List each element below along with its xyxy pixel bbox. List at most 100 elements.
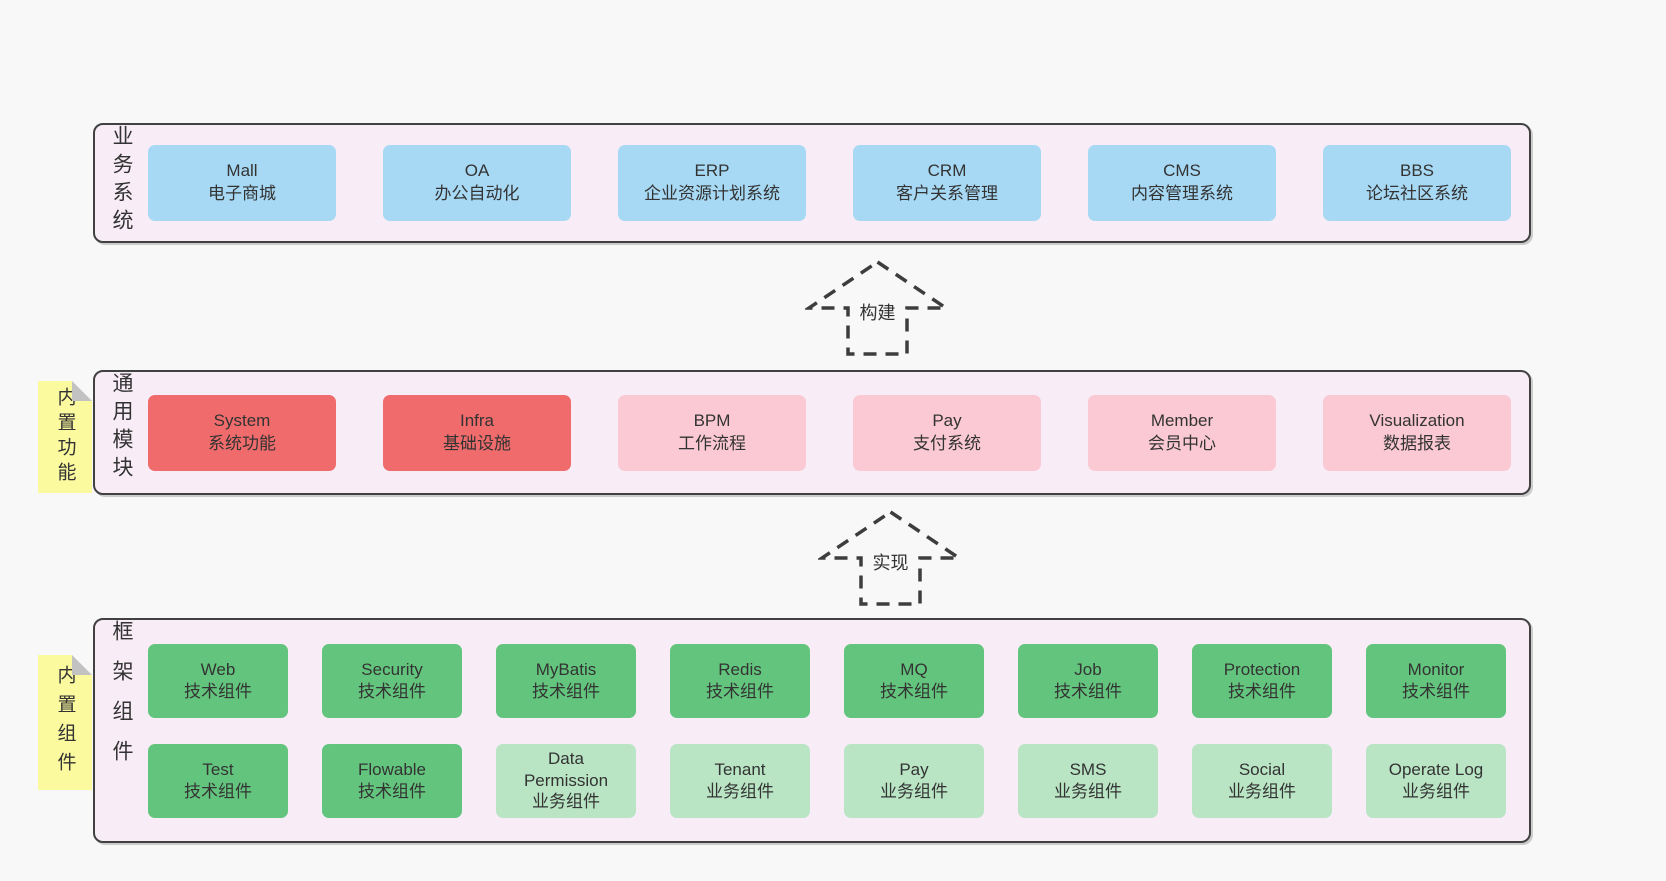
component-box-job: Job 技术组件 (1018, 643, 1158, 718)
box-subtitle: 技术组件 (358, 681, 426, 701)
box-title: Flowable (357, 759, 427, 779)
arrow-build-label: 构建 (856, 299, 899, 325)
component-box-protection: Protection 技术组件 (1192, 643, 1332, 718)
box-subtitle: 工作流程 (678, 433, 746, 453)
system-box-mall: Mall 电子商城 (148, 145, 336, 221)
box-title: Operate Log (1388, 759, 1484, 779)
box-title: BPM (693, 410, 731, 430)
box-title: Security (361, 659, 423, 679)
layer-business-systems: 业务系统 Mall 电子商城 OA 办公自动化 ERP 企业资源计划系统 CRM… (93, 123, 1531, 243)
box-subtitle: 技术组件 (1402, 681, 1470, 701)
component-box-sms: SMS 业务组件 (1018, 743, 1158, 818)
layer-label-business-systems: 业务系统 (110, 125, 133, 237)
layer-framework-components: 框架组件 Web 技术组件 Security 技术组件 MyBatis 技术组件… (93, 618, 1531, 843)
component-box-security: Security 技术组件 (322, 643, 462, 718)
up-arrow-icon (818, 509, 963, 606)
layer-common-modules: 通用模块 System 系统功能 Infra 基础设施 BPM 工作流程 Pay… (93, 370, 1531, 495)
box-title: Redis (718, 659, 762, 679)
component-row-1: Web 技术组件 Security 技术组件 MyBatis 技术组件 Redi… (148, 643, 1506, 718)
box-title: CRM (927, 161, 967, 181)
component-box-tenant: Tenant 业务组件 (670, 743, 810, 818)
system-box-crm: CRM 客户关系管理 (853, 145, 1041, 221)
box-subtitle: 数据报表 (1383, 433, 1451, 453)
arrow-implement-label: 实现 (869, 549, 912, 575)
component-box-monitor: Monitor 技术组件 (1366, 643, 1506, 718)
box-title: Social (1238, 759, 1286, 779)
box-subtitle: 业务组件 (532, 792, 600, 812)
box-subtitle: 技术组件 (358, 781, 426, 801)
box-title: Member (1150, 410, 1214, 430)
box-title: OA (464, 161, 490, 181)
layer-label-framework-components: 框架组件 (110, 620, 133, 780)
system-box-erp: ERP 企业资源计划系统 (618, 145, 806, 221)
module-box-visualization: Visualization 数据报表 (1323, 394, 1511, 471)
up-arrow-icon (805, 259, 950, 356)
component-box-test: Test 技术组件 (148, 743, 288, 818)
box-title: Visualization (1369, 410, 1465, 430)
module-box-system: System 系统功能 (148, 394, 336, 471)
box-title: MQ (900, 659, 928, 679)
box-subtitle: 技术组件 (1054, 681, 1122, 701)
box-subtitle: 技术组件 (532, 681, 600, 701)
component-box-pay: Pay 业务组件 (844, 743, 984, 818)
component-box-redis: Redis 技术组件 (670, 643, 810, 718)
box-title: ERP (694, 161, 730, 181)
box-title: Mall (226, 161, 258, 181)
box-title: Pay (899, 759, 929, 779)
box-title: SMS (1069, 759, 1107, 779)
module-box-bpm: BPM 工作流程 (618, 394, 806, 471)
module-box-member: Member 会员中心 (1088, 394, 1276, 471)
component-box-social: Social 业务组件 (1192, 743, 1332, 818)
box-title: Protection (1223, 659, 1301, 679)
box-title: Tenant (714, 759, 766, 779)
layer-label-common-modules: 通用模块 (110, 372, 133, 484)
business-boxes-row: Mall 电子商城 OA 办公自动化 ERP 企业资源计划系统 CRM 客户关系… (148, 125, 1511, 241)
box-subtitle: 技术组件 (880, 681, 948, 701)
sticky-note-built-in-components: 内置组件 (38, 655, 92, 790)
box-subtitle: 技术组件 (706, 681, 774, 701)
component-box-mq: MQ 技术组件 (844, 643, 984, 718)
box-title: Data Permission (523, 748, 609, 790)
box-subtitle: 电子商城 (208, 184, 276, 203)
box-subtitle: 论坛社区系统 (1366, 184, 1468, 203)
box-subtitle: 企业资源计划系统 (644, 184, 780, 203)
box-subtitle: 客户关系管理 (896, 184, 998, 203)
box-subtitle: 技术组件 (1228, 681, 1296, 701)
arrow-implement: 实现 (818, 508, 963, 608)
box-title: Monitor (1407, 659, 1465, 679)
module-box-infra: Infra 基础设施 (383, 394, 571, 471)
box-subtitle: 技术组件 (184, 681, 252, 701)
box-title: System (213, 410, 271, 430)
arrow-build: 构建 (805, 258, 950, 358)
box-title: Pay (932, 410, 962, 430)
system-box-oa: OA 办公自动化 (383, 145, 571, 221)
box-title: Infra (459, 410, 495, 430)
box-subtitle: 业务组件 (1054, 781, 1122, 801)
component-box-web: Web 技术组件 (148, 643, 288, 718)
module-boxes-row: System 系统功能 Infra 基础设施 BPM 工作流程 Pay 支付系统… (148, 372, 1511, 493)
component-row-2: Test 技术组件 Flowable 技术组件 Data Permission … (148, 743, 1506, 818)
box-title: Job (1074, 659, 1102, 679)
component-box-flowable: Flowable 技术组件 (322, 743, 462, 818)
box-title: Web (200, 659, 236, 679)
system-box-bbs: BBS 论坛社区系统 (1323, 145, 1511, 221)
box-subtitle: 业务组件 (706, 781, 774, 801)
component-box-operate-log: Operate Log 业务组件 (1366, 743, 1506, 818)
box-subtitle: 技术组件 (184, 781, 252, 801)
box-subtitle: 会员中心 (1148, 433, 1216, 453)
box-title: Test (202, 759, 234, 779)
box-subtitle: 业务组件 (1402, 781, 1470, 801)
box-subtitle: 业务组件 (1228, 781, 1296, 801)
box-title: CMS (1163, 161, 1201, 181)
sticky-note-built-in-features: 内置功能 (38, 381, 92, 493)
box-subtitle: 办公自动化 (434, 184, 520, 203)
component-box-mybatis: MyBatis 技术组件 (496, 643, 636, 718)
box-subtitle: 业务组件 (880, 781, 948, 801)
box-title: MyBatis (535, 659, 597, 679)
component-rows: Web 技术组件 Security 技术组件 MyBatis 技术组件 Redi… (148, 620, 1506, 841)
box-subtitle: 基础设施 (443, 433, 511, 453)
system-box-cms: CMS 内容管理系统 (1088, 145, 1276, 221)
module-box-pay: Pay 支付系统 (853, 394, 1041, 471)
box-subtitle: 内容管理系统 (1131, 184, 1233, 203)
component-box-data-permission: Data Permission 业务组件 (496, 743, 636, 818)
